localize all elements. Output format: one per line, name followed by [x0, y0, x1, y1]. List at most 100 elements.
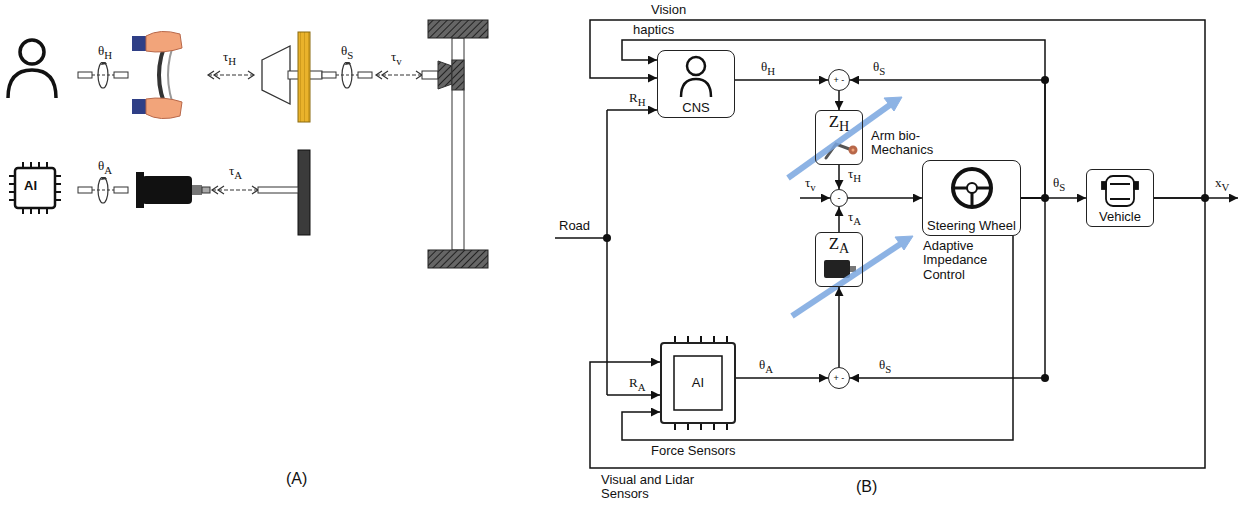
symbol-subscript: v	[810, 181, 815, 193]
impedance-arrow	[792, 241, 905, 316]
symbol-base: τ	[848, 166, 853, 181]
signal-label: τv	[390, 50, 403, 68]
arm-icon	[850, 147, 856, 153]
rotation-symbol	[78, 59, 128, 88]
edge-label: θH	[760, 60, 776, 78]
rotation-symbol	[78, 174, 128, 203]
junction-dot	[603, 76, 1209, 382]
symbol-base: θ	[341, 43, 347, 58]
car-icon	[1106, 176, 1134, 206]
symbol-subscript: H	[104, 49, 112, 61]
symbol-subscript: H	[853, 172, 861, 184]
symbol-subscript: H	[767, 65, 775, 77]
signal-line	[606, 110, 608, 395]
motor-shaft	[258, 187, 298, 193]
symbol-base: τ	[229, 163, 234, 178]
motor-icon	[824, 260, 850, 278]
symbol-base: τ	[848, 209, 853, 224]
symbol-subscript: A	[638, 381, 646, 393]
symbol-base: θ	[1053, 175, 1059, 190]
steering-wheel-icon	[953, 188, 991, 207]
symbol-subscript: S	[347, 49, 353, 61]
symbol-base: R	[629, 375, 638, 390]
rotation-symbol	[322, 59, 372, 88]
symbol-base: τ	[391, 49, 396, 64]
steering-wheel-icon	[953, 169, 991, 207]
symbol-base: τ	[223, 49, 228, 64]
ai-chip-pins	[674, 336, 727, 430]
symbol-base: R	[629, 90, 638, 105]
human-icon	[687, 57, 705, 75]
block-label: Vehicle	[1099, 210, 1141, 224]
block-label: ZH	[829, 113, 850, 135]
torque-arrow	[208, 71, 254, 79]
signal-label: θH	[97, 44, 113, 62]
block-box: Vehicle	[1086, 169, 1154, 227]
ai-chip-pins	[674, 356, 722, 410]
panel-label: (B)	[855, 478, 878, 496]
car-icon	[1134, 182, 1138, 189]
signal-connector	[735, 79, 828, 81]
road-wheel	[428, 20, 488, 38]
symbol-subscript: A	[853, 215, 861, 227]
block-label: AI	[692, 376, 704, 390]
signal-connector	[838, 207, 840, 232]
signal-connector	[622, 40, 1045, 198]
signal-connector	[850, 198, 1045, 378]
symbol-subscript: H	[228, 55, 236, 67]
symbol-base: θ	[873, 59, 879, 74]
block-label: Steering Wheel	[927, 219, 1016, 233]
block-box: ZHArm bio-Mechanics	[815, 110, 863, 165]
edge-label: θS	[1052, 176, 1066, 194]
human-icon	[8, 70, 56, 98]
symbol-base: θ	[761, 59, 767, 74]
edge-label: θA	[758, 358, 774, 376]
signal-line	[1205, 197, 1238, 199]
symbol-subscript: V	[1222, 181, 1230, 193]
motor-gear	[298, 150, 310, 235]
human-icon	[681, 79, 711, 97]
block-label: + -	[834, 374, 845, 383]
symbol-subscript: A	[234, 169, 242, 181]
signal-label: θA	[97, 159, 113, 177]
block-box: AI	[660, 342, 736, 424]
torque-arrow	[376, 71, 422, 79]
edge-label: θS	[872, 60, 886, 78]
symbol-base: Z	[829, 234, 839, 253]
symbol-subscript: S	[885, 363, 891, 375]
motor-icon	[136, 172, 210, 208]
steering-wheel-icon	[967, 183, 977, 193]
block-box: CNS	[657, 50, 735, 118]
steering-column	[298, 32, 310, 122]
motor-icon	[142, 176, 192, 204]
edge-label: Visual and Lidar Sensors	[600, 473, 707, 502]
road-wheel	[428, 250, 488, 268]
steering-wheel-icon	[953, 169, 991, 207]
pinion-gear	[438, 61, 452, 89]
human-icon	[8, 40, 56, 98]
signal-line	[607, 109, 657, 111]
symbol-base: τ	[805, 175, 810, 190]
symbol-subscript: v	[396, 55, 401, 67]
hands-on-wheel	[146, 31, 182, 52]
signal-label: θS	[340, 44, 354, 62]
ai-chip-icon	[15, 168, 55, 208]
signal-label: AI	[23, 179, 38, 193]
car-icon	[1110, 184, 1130, 199]
impedance-arrow	[895, 236, 913, 250]
symbol-subscript: H	[638, 96, 646, 108]
steering-rack	[452, 38, 464, 250]
symbol-subscript: A	[765, 363, 773, 375]
signal-label: τv	[804, 176, 817, 194]
torque-arrow	[212, 186, 258, 194]
motor-icon	[192, 185, 202, 195]
wheel-hub	[262, 46, 290, 104]
signal-label: xV	[1214, 176, 1230, 194]
signal-connector	[622, 236, 1013, 440]
edge-label: τA	[847, 210, 862, 228]
signal-line	[555, 110, 1238, 395]
edge-label: haptics	[632, 23, 675, 37]
signal-connector	[736, 377, 828, 379]
block-box: Steering Wheel	[922, 160, 1021, 236]
